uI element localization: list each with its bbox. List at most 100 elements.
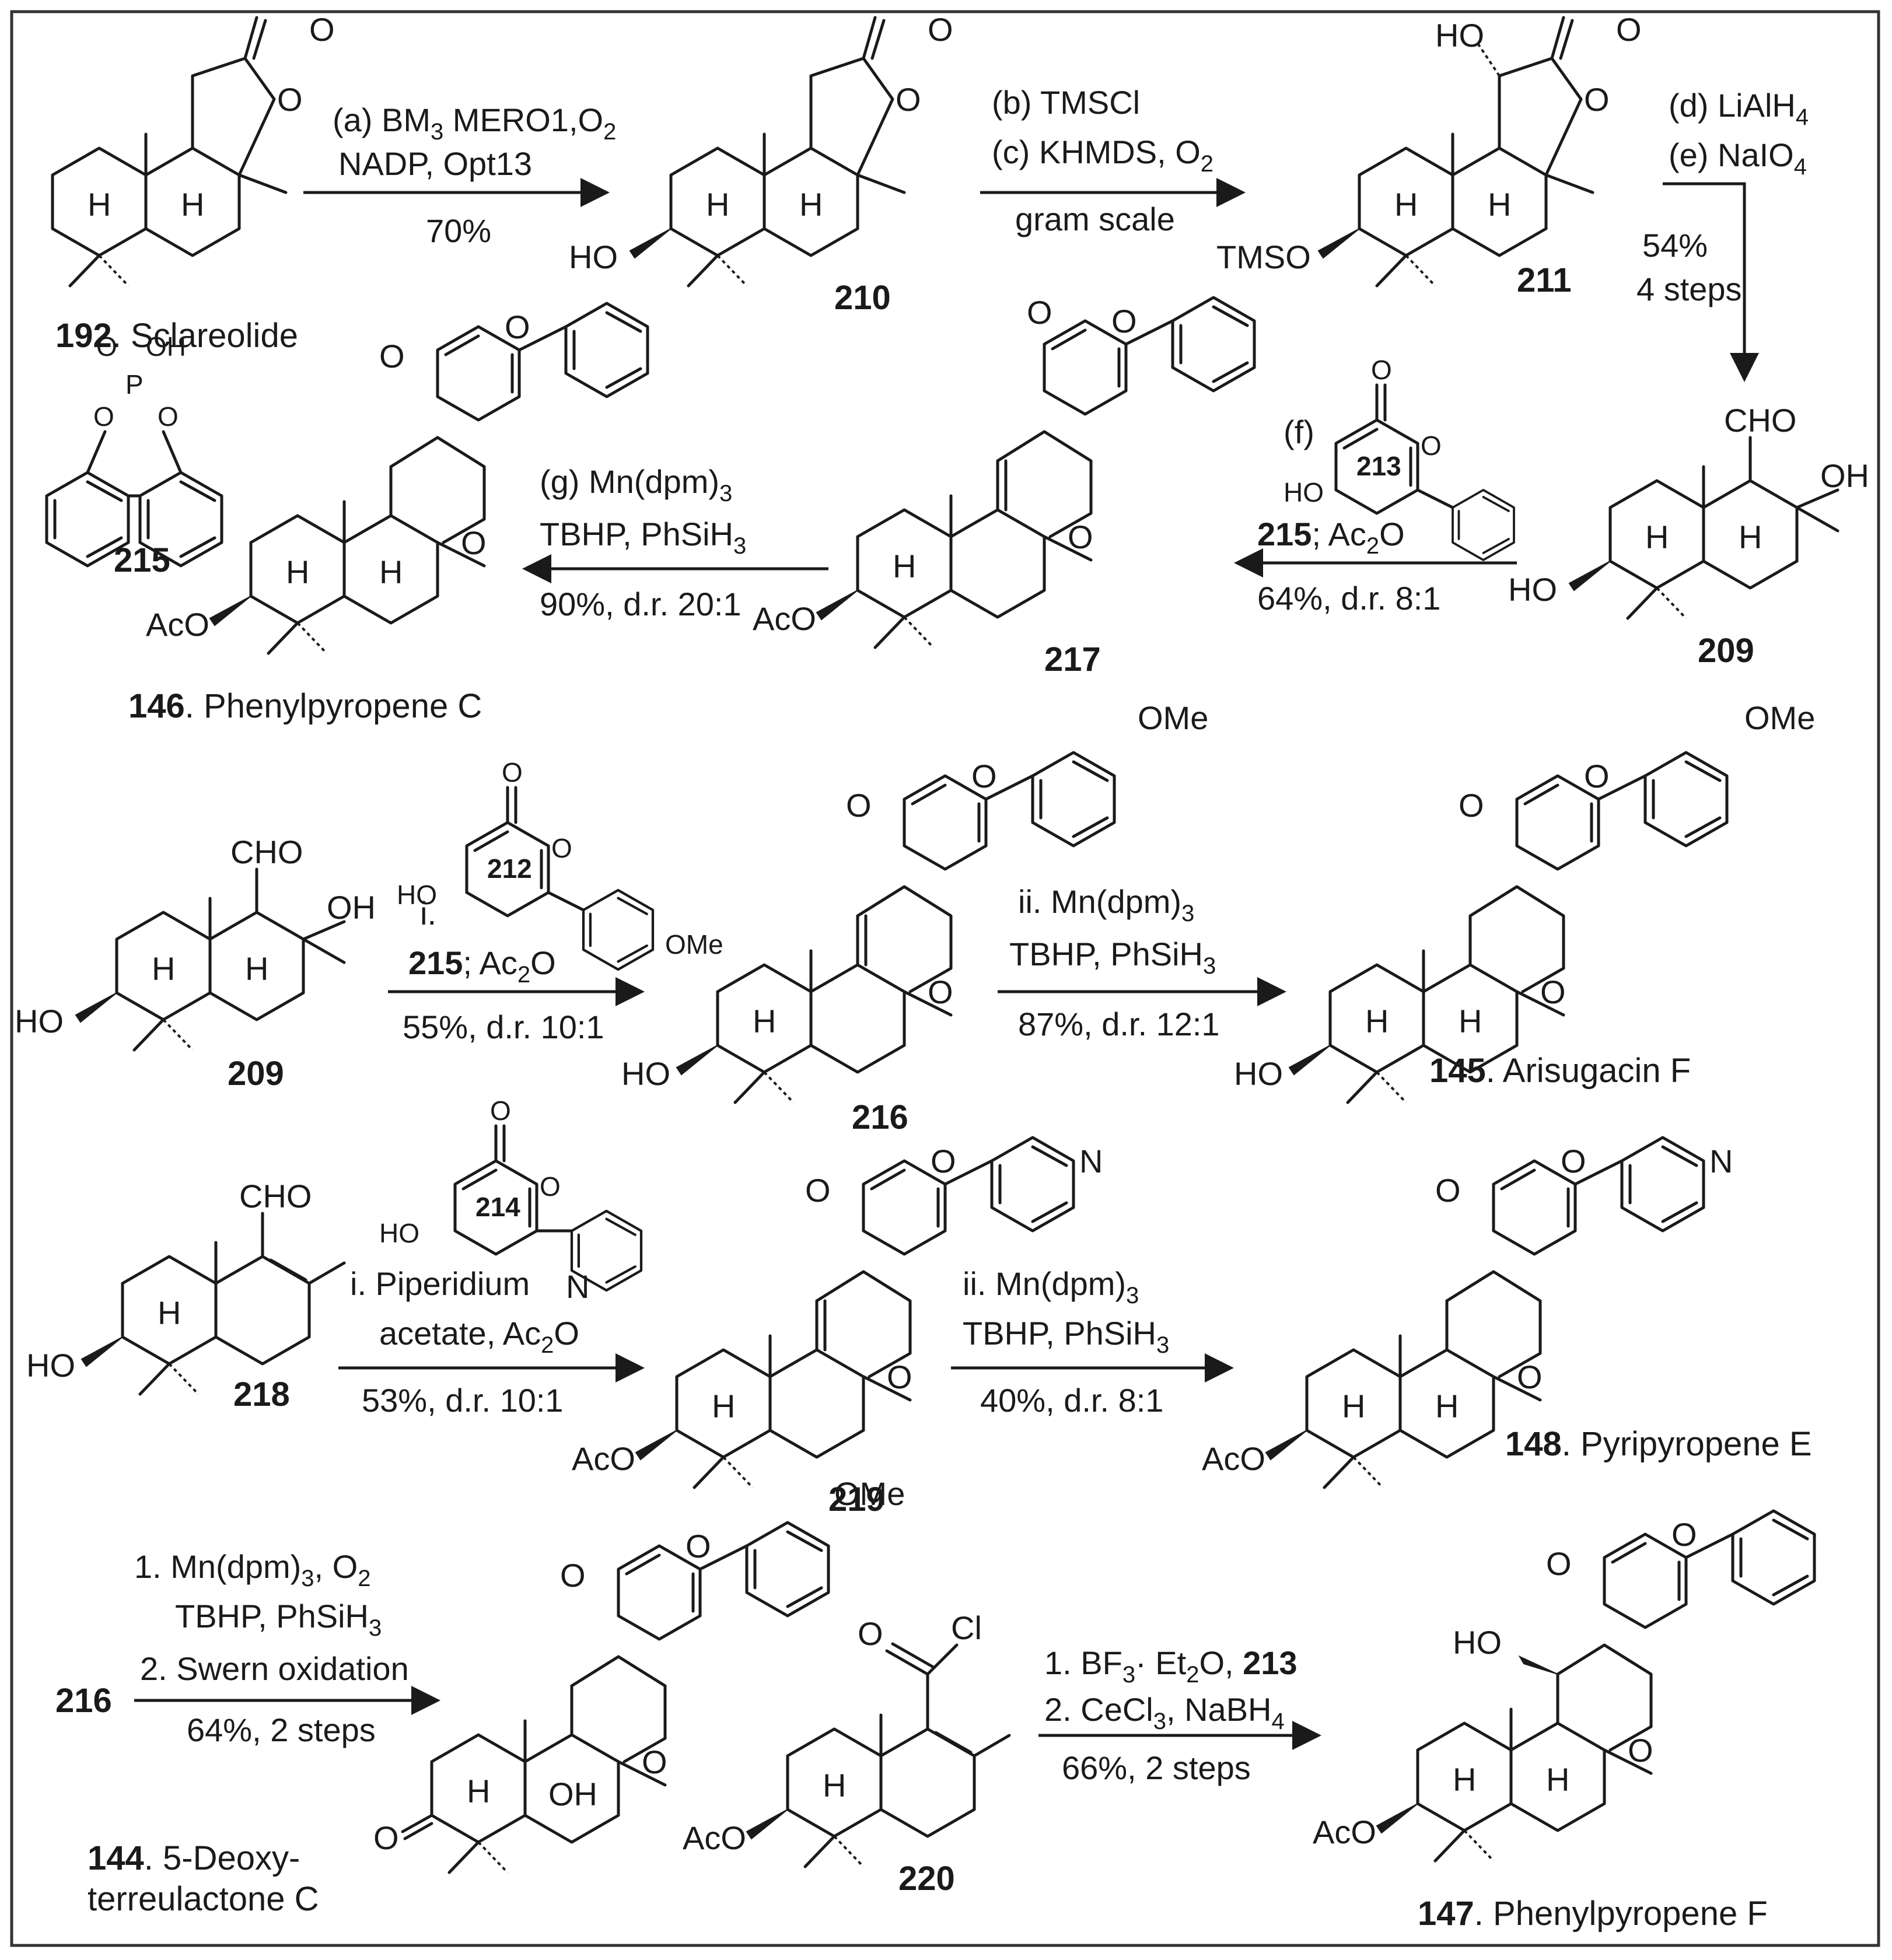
svg-text:O: O bbox=[1561, 1143, 1586, 1180]
r8-line2: acetate, Ac2O bbox=[379, 1315, 579, 1358]
compound-220-number: 220 bbox=[898, 1860, 955, 1898]
compound-217: O O O AcO H 217 bbox=[753, 294, 1254, 678]
compound-148: O O O N AcO H H bbox=[1202, 1138, 1733, 1488]
r7-line2: TBHP, PhSiH3 bbox=[1009, 936, 1216, 979]
svg-text:H: H bbox=[1342, 1388, 1365, 1424]
svg-text:O: O bbox=[277, 81, 303, 118]
svg-text:H: H bbox=[88, 186, 111, 223]
r11-yield: 66%, 2 steps bbox=[1062, 1749, 1251, 1786]
svg-text:CHO: CHO bbox=[239, 1178, 312, 1214]
svg-text:HO: HO bbox=[1453, 1624, 1502, 1661]
r7-line1: ii. Mn(dpm)3 bbox=[1018, 883, 1194, 926]
svg-text:H: H bbox=[1546, 1761, 1569, 1798]
r4-f: (f) bbox=[1284, 414, 1314, 450]
r9-line1: ii. Mn(dpm)3 bbox=[963, 1265, 1139, 1308]
svg-text:H: H bbox=[706, 186, 729, 223]
svg-text:N: N bbox=[1709, 1143, 1733, 1180]
r6-yield: 55%, d.r. 10:1 bbox=[403, 1009, 604, 1045]
compound-218-number: 218 bbox=[233, 1376, 290, 1413]
svg-text:AcO: AcO bbox=[146, 606, 209, 643]
r1-yield: 70% bbox=[426, 212, 491, 249]
compound-215-number: 215 bbox=[114, 541, 170, 579]
compound-211-number: 211 bbox=[1517, 261, 1572, 299]
svg-text:O: O bbox=[502, 757, 523, 788]
svg-text:HO: HO bbox=[379, 1218, 419, 1248]
svg-text:HO: HO bbox=[621, 1055, 670, 1092]
r4-yield: 64%, d.r. 8:1 bbox=[1257, 580, 1440, 617]
svg-text:AcO: AcO bbox=[753, 600, 816, 637]
r2-line2: (c) KHMDS, O2 bbox=[992, 134, 1213, 177]
reagent-214-structure: O O HO 214 N bbox=[379, 1096, 641, 1305]
svg-text:O: O bbox=[551, 833, 572, 863]
compound-147: HO O O O AcO H H bbox=[1313, 1511, 1814, 1861]
svg-text:AcO: AcO bbox=[572, 1440, 635, 1477]
compound-148-label: 148. Pyripyropene E bbox=[1505, 1425, 1812, 1463]
compound-192: O O H H 192. Sclareolide bbox=[53, 11, 335, 355]
r1-line1: (a) BM3 MERO1,O2 bbox=[333, 102, 616, 145]
svg-text:H: H bbox=[1435, 1388, 1459, 1424]
compound-216: O O O OMe HO H 216 bbox=[621, 699, 1208, 1136]
svg-text:O: O bbox=[1111, 303, 1137, 340]
r8-line1: i. Piperidium bbox=[350, 1265, 530, 1302]
svg-text:OH: OH bbox=[327, 889, 376, 926]
compound-219: O O O N AcO H 219 bbox=[572, 1138, 1103, 1518]
svg-text:O: O bbox=[373, 1819, 399, 1856]
compound-215: O O P O OH 215 bbox=[47, 331, 222, 579]
svg-text:HO: HO bbox=[1508, 571, 1557, 608]
svg-text:O: O bbox=[858, 1615, 883, 1652]
r5-yield: 90%, d.r. 20:1 bbox=[540, 586, 742, 622]
svg-text:O: O bbox=[971, 758, 997, 794]
compound-218: CHO HO H 218 bbox=[26, 1178, 346, 1413]
r3-yield: 54% bbox=[1642, 227, 1708, 264]
svg-text:O: O bbox=[896, 81, 921, 118]
svg-text:O: O bbox=[93, 401, 114, 432]
compound-145-label: 145. Arisugacin F bbox=[1429, 1052, 1691, 1090]
svg-text:H: H bbox=[152, 950, 175, 987]
svg-text:HO: HO bbox=[26, 1347, 75, 1384]
svg-text:AcO: AcO bbox=[1202, 1440, 1265, 1477]
svg-text:H: H bbox=[467, 1773, 490, 1810]
svg-text:O: O bbox=[540, 1171, 561, 1202]
r2-line1: (b) TMSCl bbox=[992, 84, 1140, 121]
svg-text:OMe: OMe bbox=[834, 1475, 905, 1512]
r11-line1: 1. BF3· Et2O, 213 bbox=[1044, 1644, 1298, 1688]
r3-steps: 4 steps bbox=[1636, 271, 1742, 307]
svg-text:HO: HO bbox=[1234, 1055, 1283, 1092]
svg-text:O: O bbox=[96, 331, 117, 362]
svg-text:O: O bbox=[158, 401, 179, 432]
svg-text:HO: HO bbox=[397, 880, 437, 910]
svg-text:H: H bbox=[158, 1294, 181, 1331]
svg-text:192. Sclareolide: 192. Sclareolide bbox=[55, 317, 298, 355]
r10-line2: TBHP, PhSiH3 bbox=[175, 1598, 382, 1641]
r9-line2: TBHP, PhSiH3 bbox=[963, 1315, 1169, 1358]
svg-text:H: H bbox=[1645, 519, 1669, 555]
r4-line2: 215; Ac2O bbox=[1257, 516, 1405, 559]
svg-text:O: O bbox=[931, 1143, 956, 1180]
svg-text:H: H bbox=[712, 1388, 735, 1424]
svg-text:O: O bbox=[379, 338, 405, 374]
reagent-214-label: 214 bbox=[475, 1192, 520, 1222]
compound-219-number: 219 bbox=[828, 1480, 885, 1518]
compound-209-top: CHO OH HO H H 209 bbox=[1508, 402, 1869, 670]
r10-yield: 64%, 2 steps bbox=[187, 1712, 376, 1748]
svg-text:H: H bbox=[245, 950, 268, 987]
svg-text:OMe: OMe bbox=[1138, 699, 1208, 736]
svg-text:O: O bbox=[505, 309, 530, 345]
svg-text:H: H bbox=[823, 1767, 846, 1804]
compound-146-label: 146. Phenylpyropene C bbox=[128, 687, 482, 725]
svg-text:P: P bbox=[125, 369, 144, 400]
svg-text:CHO: CHO bbox=[230, 834, 303, 870]
svg-text:H: H bbox=[1365, 1003, 1389, 1040]
svg-text:OH: OH bbox=[548, 1776, 597, 1812]
svg-text:O: O bbox=[1435, 1172, 1461, 1209]
svg-text:H: H bbox=[379, 554, 403, 590]
r6-i: i. bbox=[420, 895, 436, 932]
svg-text:H: H bbox=[181, 186, 204, 223]
svg-text:AcO: AcO bbox=[1313, 1814, 1376, 1850]
svg-text:O: O bbox=[686, 1528, 711, 1564]
r8-yield: 53%, d.r. 10:1 bbox=[362, 1382, 564, 1419]
svg-text:O: O bbox=[846, 787, 872, 824]
svg-text:TMSO: TMSO bbox=[1216, 239, 1311, 275]
compound-147-label: 147. Phenylpyropene F bbox=[1418, 1895, 1768, 1933]
svg-text:O: O bbox=[490, 1096, 511, 1126]
